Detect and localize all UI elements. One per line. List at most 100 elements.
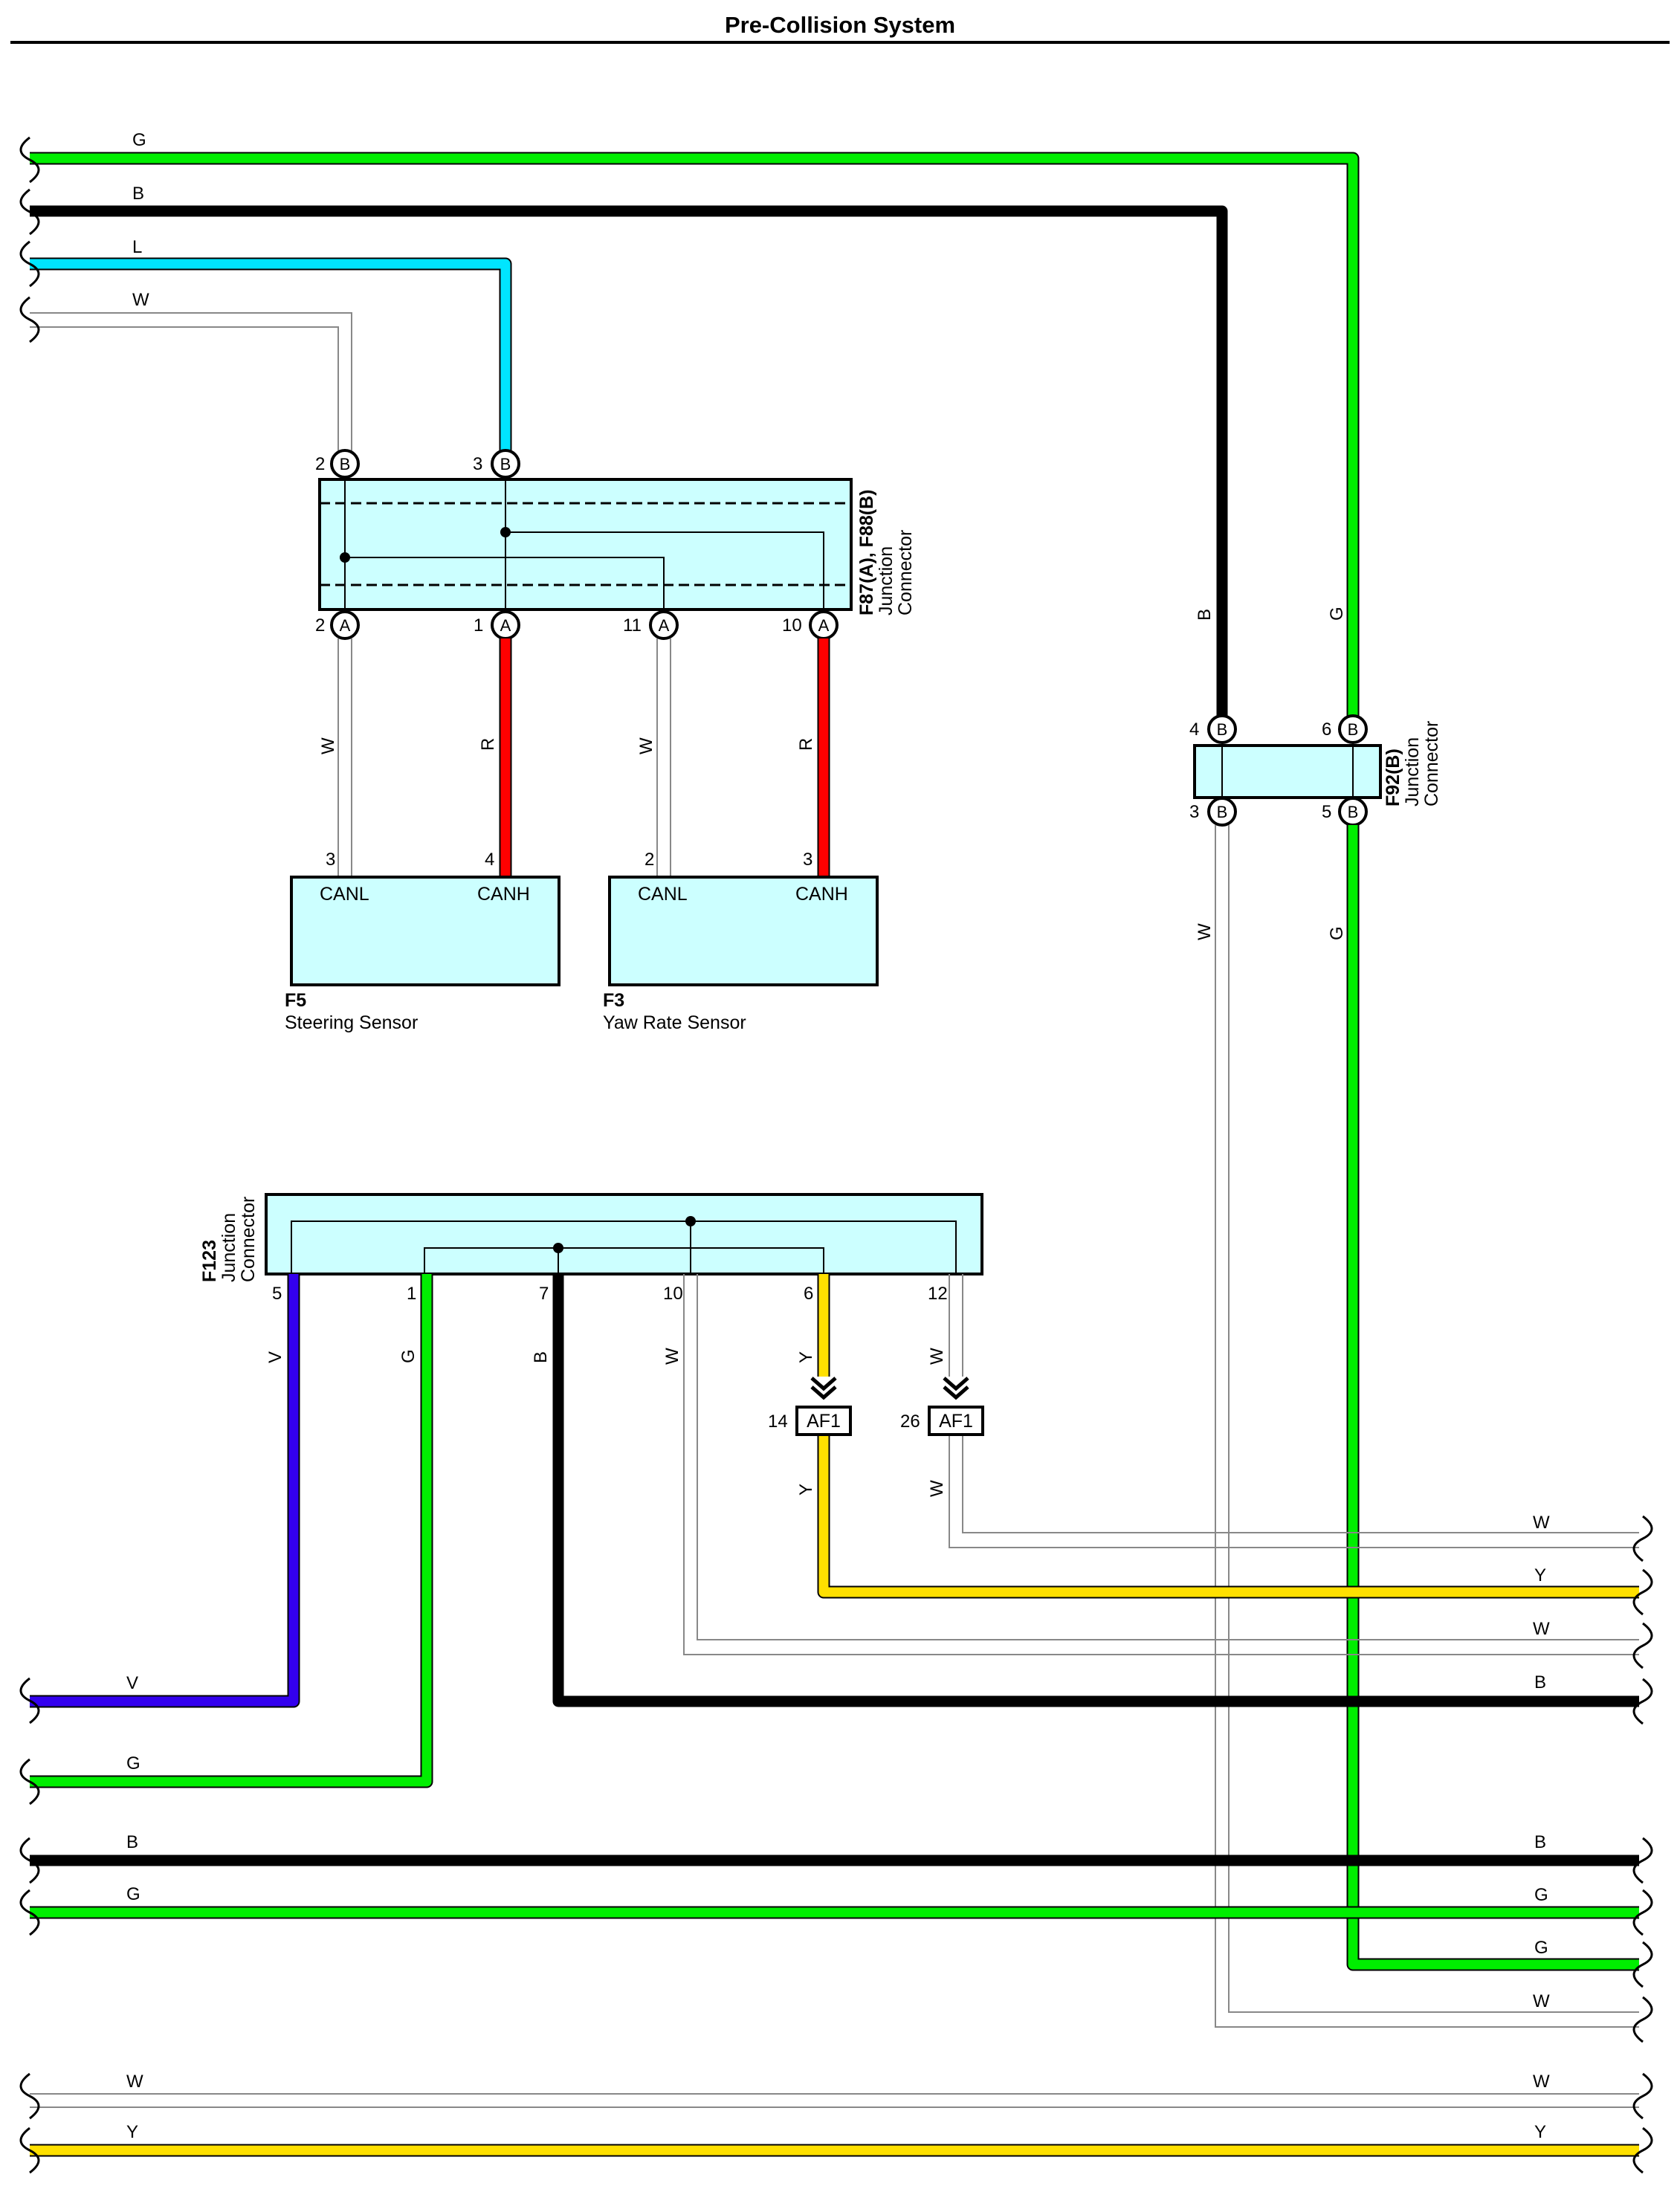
af1-26-chevron-icon [943,1377,969,1400]
svg-text:AF1: AF1 [807,1411,841,1432]
svg-text:Connector: Connector [1421,721,1442,806]
wire-b-top [30,205,1228,721]
f5-code: F5 [285,990,306,1011]
svg-text:A: A [818,616,830,635]
f87-splice-w [340,552,350,563]
f87-splice-l [500,527,511,537]
f123-trace-inner [424,1247,824,1274]
svg-text:Junction: Junction [219,1213,239,1282]
wire-w-top-b [30,326,339,461]
f87-bottom-pin-2: A 1 [474,610,520,640]
f123-splice-2 [685,1216,696,1226]
wire-label-y-f123-upper: Y [796,1351,816,1363]
wire-label-b-f92: B [1195,609,1215,621]
svg-text:F87(A), F88(B): F87(A), F88(B) [856,490,877,615]
svg-text:11: 11 [623,615,642,636]
f5-name: Steering Sensor [285,1012,418,1033]
wire-label-l: L [132,237,142,257]
wire-w-f3 [656,638,671,877]
af1-connector-26: AF1 26 [900,1406,984,1436]
wire-g-top-outline [30,152,1360,721]
wire-label-b-right-1: B [1534,1672,1546,1692]
wire-label-w: W [132,290,149,310]
wire-w-f92-down [1215,825,1639,2028]
wire-g-f123 [30,1274,432,1787]
f3-yaw-rate-sensor-box [608,876,879,986]
wire-label-y-right-2: Y [1534,2122,1546,2142]
f92-pin-3: B 3 [1189,797,1237,827]
f87-top-pin-1: B 2 [315,449,360,479]
wire-break-marks-left-top [19,136,40,343]
svg-text:4: 4 [1189,720,1199,740]
f123-pin-12: 12 [928,1284,948,1304]
wire-g-f92-down [1348,825,1639,1970]
wire-label-g-f123: G [398,1349,419,1363]
wire-label-g-left: G [126,1753,140,1773]
page-title: Pre-Collision System [725,12,955,38]
wire-label-r-f3: R [796,738,816,751]
f3-code: F3 [603,990,624,1011]
f123-splice-1 [553,1243,563,1253]
svg-text:3: 3 [473,454,482,474]
wire-label-w-left-bottom: W [126,2072,143,2092]
wire-label-w-right-4: W [1533,2072,1550,2092]
f5-steering-sensor-box [290,876,560,986]
wire-break-marks-left-bottom [19,1677,40,2174]
wire-label-w-f3: W [636,737,656,754]
f123-pin-10: 10 [663,1284,683,1304]
svg-text:14: 14 [768,1412,788,1432]
svg-text:3: 3 [1189,802,1199,822]
f87-bottom-pin-3: A 11 [623,610,679,640]
wire-g-f92-down-outline [1346,825,1639,1971]
svg-text:B: B [1217,803,1228,821]
svg-text:A: A [500,616,511,635]
svg-text:F123: F123 [199,1240,220,1282]
wire-label-v-f123: V [265,1351,285,1363]
svg-text:1: 1 [474,615,483,636]
f87-side-label: F87(A), F88(B) Junction Connector [856,490,916,615]
wire-label-w-right-2: W [1533,1619,1550,1639]
wire-label-r-f5: R [478,738,498,751]
f123-trace-outer [291,1220,957,1274]
wire-y-f123-lower-outline [817,1435,1639,1599]
svg-text:AF1: AF1 [939,1411,973,1432]
f5-term-canl: CANL [320,884,369,905]
svg-text:2: 2 [315,615,325,636]
svg-text:Junction: Junction [1402,737,1423,806]
wire-w-top-a [30,312,352,461]
wire-label-b: B [132,184,144,204]
svg-text:B: B [340,455,351,473]
wire-w-f123-pin12-lower [949,1435,1639,1548]
wire-label-w-f92-below: W [1195,923,1215,940]
wire-label-b-f123: B [531,1351,551,1363]
f87-top-pin-2: B 3 [473,449,520,479]
svg-text:6: 6 [1322,720,1331,740]
f92-side-label: F92(B) Junction Connector [1383,721,1442,806]
wire-w-f123-pin12-upper [949,1274,963,1377]
f123-pin-6: 6 [804,1284,813,1304]
svg-text:2: 2 [315,454,325,474]
svg-text:10: 10 [782,615,802,636]
f123-pin-7: 7 [539,1284,549,1304]
f3-pin-right: 3 [803,850,812,870]
wire-label-w-f5: W [318,737,338,754]
svg-text:Junction: Junction [876,546,896,615]
svg-text:A: A [659,616,670,635]
f5-pin-left: 3 [326,850,335,870]
wire-w-bottom [30,2093,1639,2108]
wire-y-f123-lower [818,1435,1639,1597]
svg-text:B: B [1348,720,1359,739]
f92-pin-6: B 6 [1322,714,1368,744]
f3-name: Yaw Rate Sensor [603,1012,746,1033]
wire-label-g-right-1: G [1534,1885,1548,1905]
f123-side-label: F123 Junction Connector [199,1197,259,1282]
af1-14-chevron-icon [810,1377,837,1400]
wire-label-g-f92-below: G [1327,926,1347,940]
wire-label-w-right-1: W [1533,1513,1550,1533]
wire-label-y-af1-lower: Y [796,1484,816,1496]
wire-label-g-right-2: G [1534,1938,1548,1958]
wire-l-top-outline [30,257,512,461]
wire-label-y-left-bottom: Y [126,2122,138,2142]
wire-g-top [30,153,1358,721]
